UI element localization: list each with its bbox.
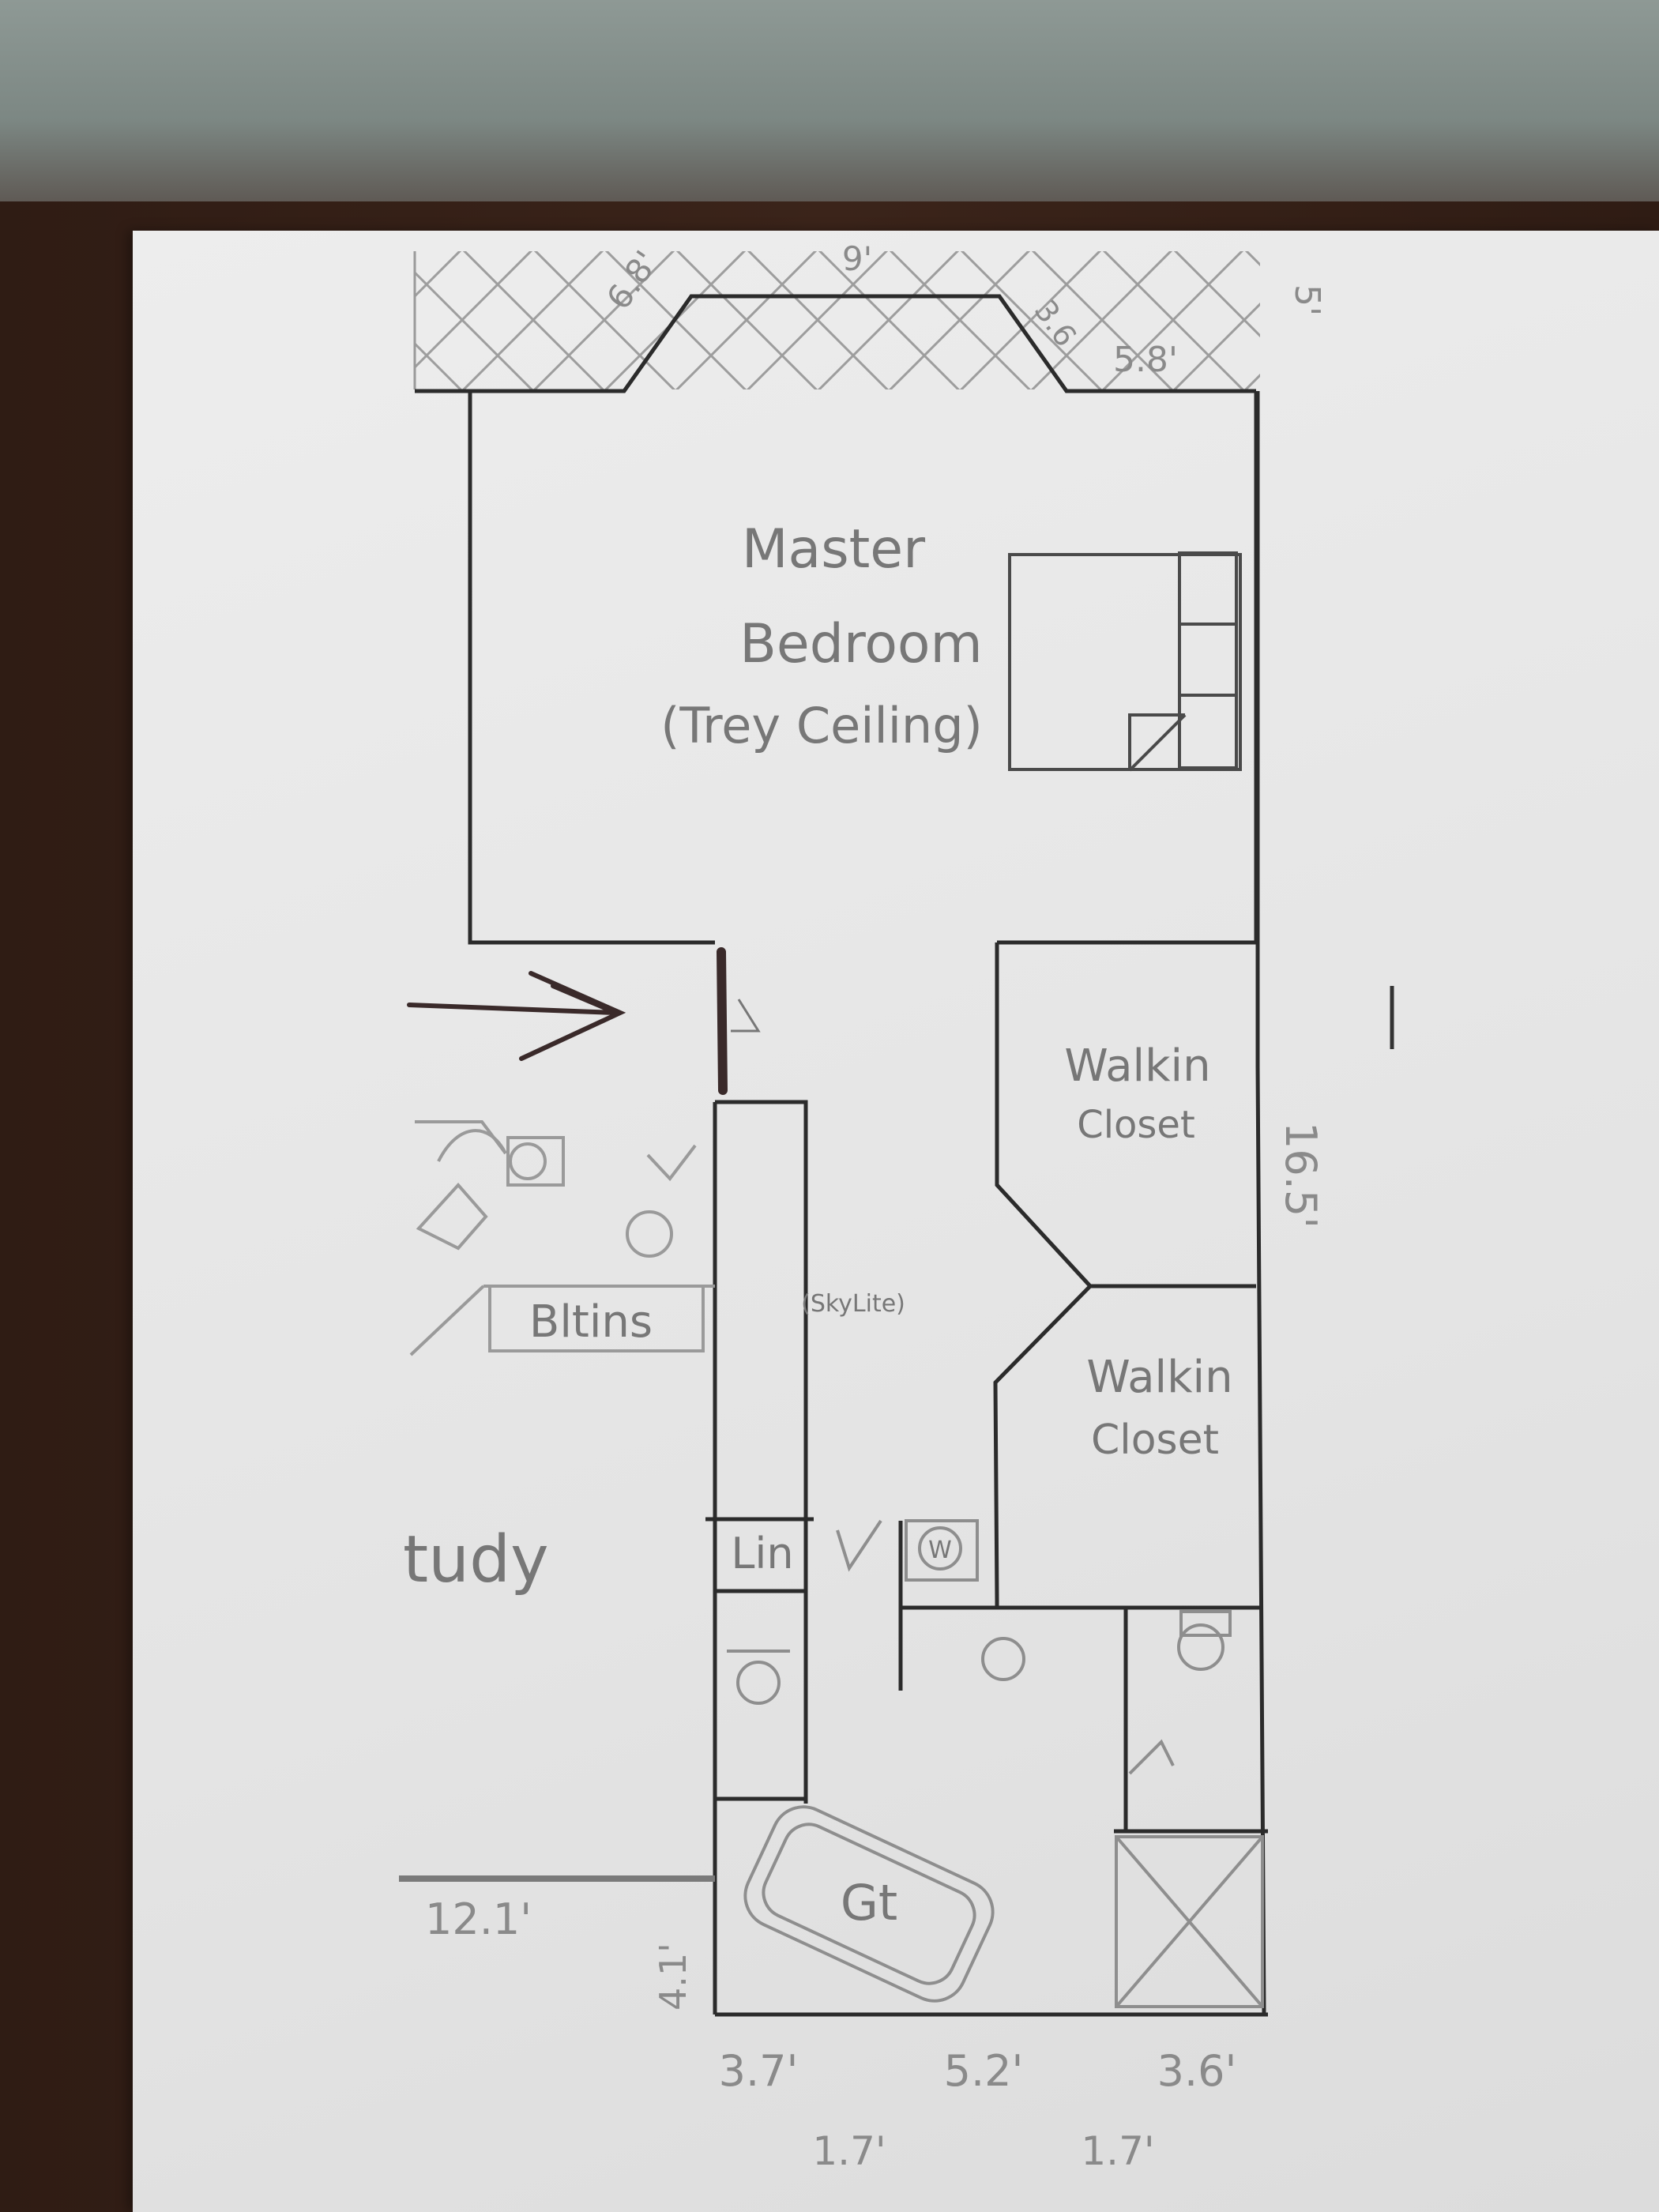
shower-stall (1115, 1835, 1264, 2008)
dim-study-width: 12.1' (425, 1894, 532, 1944)
dim-top-right: 5.8' (1113, 340, 1178, 380)
builtins-label: Bltins (529, 1296, 653, 1348)
walkin-closet-1-label: Walkin Closet (1064, 1040, 1210, 1147)
master-label-line2: Bedroom (739, 613, 983, 675)
linen-label: Lin (731, 1529, 793, 1578)
hand-drawn-arrow (407, 971, 626, 1061)
dim-tub-height: 4.1' (652, 1943, 694, 2011)
closet1-line1: Walkin (1064, 1040, 1210, 1092)
bathroom-fixtures (727, 1519, 1264, 2008)
dim-bottom-4: 1.7' (812, 2128, 886, 2174)
background-wall (0, 0, 1659, 201)
floor-plan-sheet (133, 231, 1659, 2212)
door-marker (717, 947, 728, 1095)
study-builtins-area (399, 1120, 715, 1882)
dim-right-side: 16.5' (1276, 1122, 1326, 1228)
bed-furniture (1008, 551, 1242, 772)
walkin-closet-2-label: Walkin Closet (1086, 1352, 1232, 1464)
garden-tub-label: Gt (841, 1874, 897, 1932)
master-label-line1: Master (742, 518, 925, 581)
master-label-line3: (Trey Ceiling) (660, 697, 983, 754)
washer-icon (905, 1519, 979, 1582)
dim-bottom-1: 3.7' (719, 2046, 799, 2096)
dim-top-far-right: 5' (1287, 284, 1327, 316)
walkin-closet-walls (715, 942, 1268, 2017)
door-swing (731, 999, 761, 1033)
skylite-label: (SkyLite) (801, 1290, 905, 1318)
dim-bottom-5: 1.7' (1081, 2128, 1154, 2174)
washer-label: W (928, 1537, 952, 1564)
dim-bottom-3: 3.6' (1157, 2046, 1237, 2096)
closet1-line2: Closet (1077, 1103, 1195, 1147)
master-bedroom-label: Master Bedroom (Trey Ceiling) (660, 518, 983, 754)
dim-bottom-2: 5.2' (944, 2046, 1024, 2096)
closet2-line1: Walkin (1086, 1352, 1232, 1403)
closet2-line2: Closet (1091, 1416, 1219, 1464)
hallway-walls (705, 1100, 814, 2014)
dim-top-center: 9' (842, 239, 872, 278)
right-exterior-wall (1255, 391, 1266, 2015)
exterior-hatch-area (413, 251, 1260, 389)
study-label: tudy (403, 1522, 549, 1597)
